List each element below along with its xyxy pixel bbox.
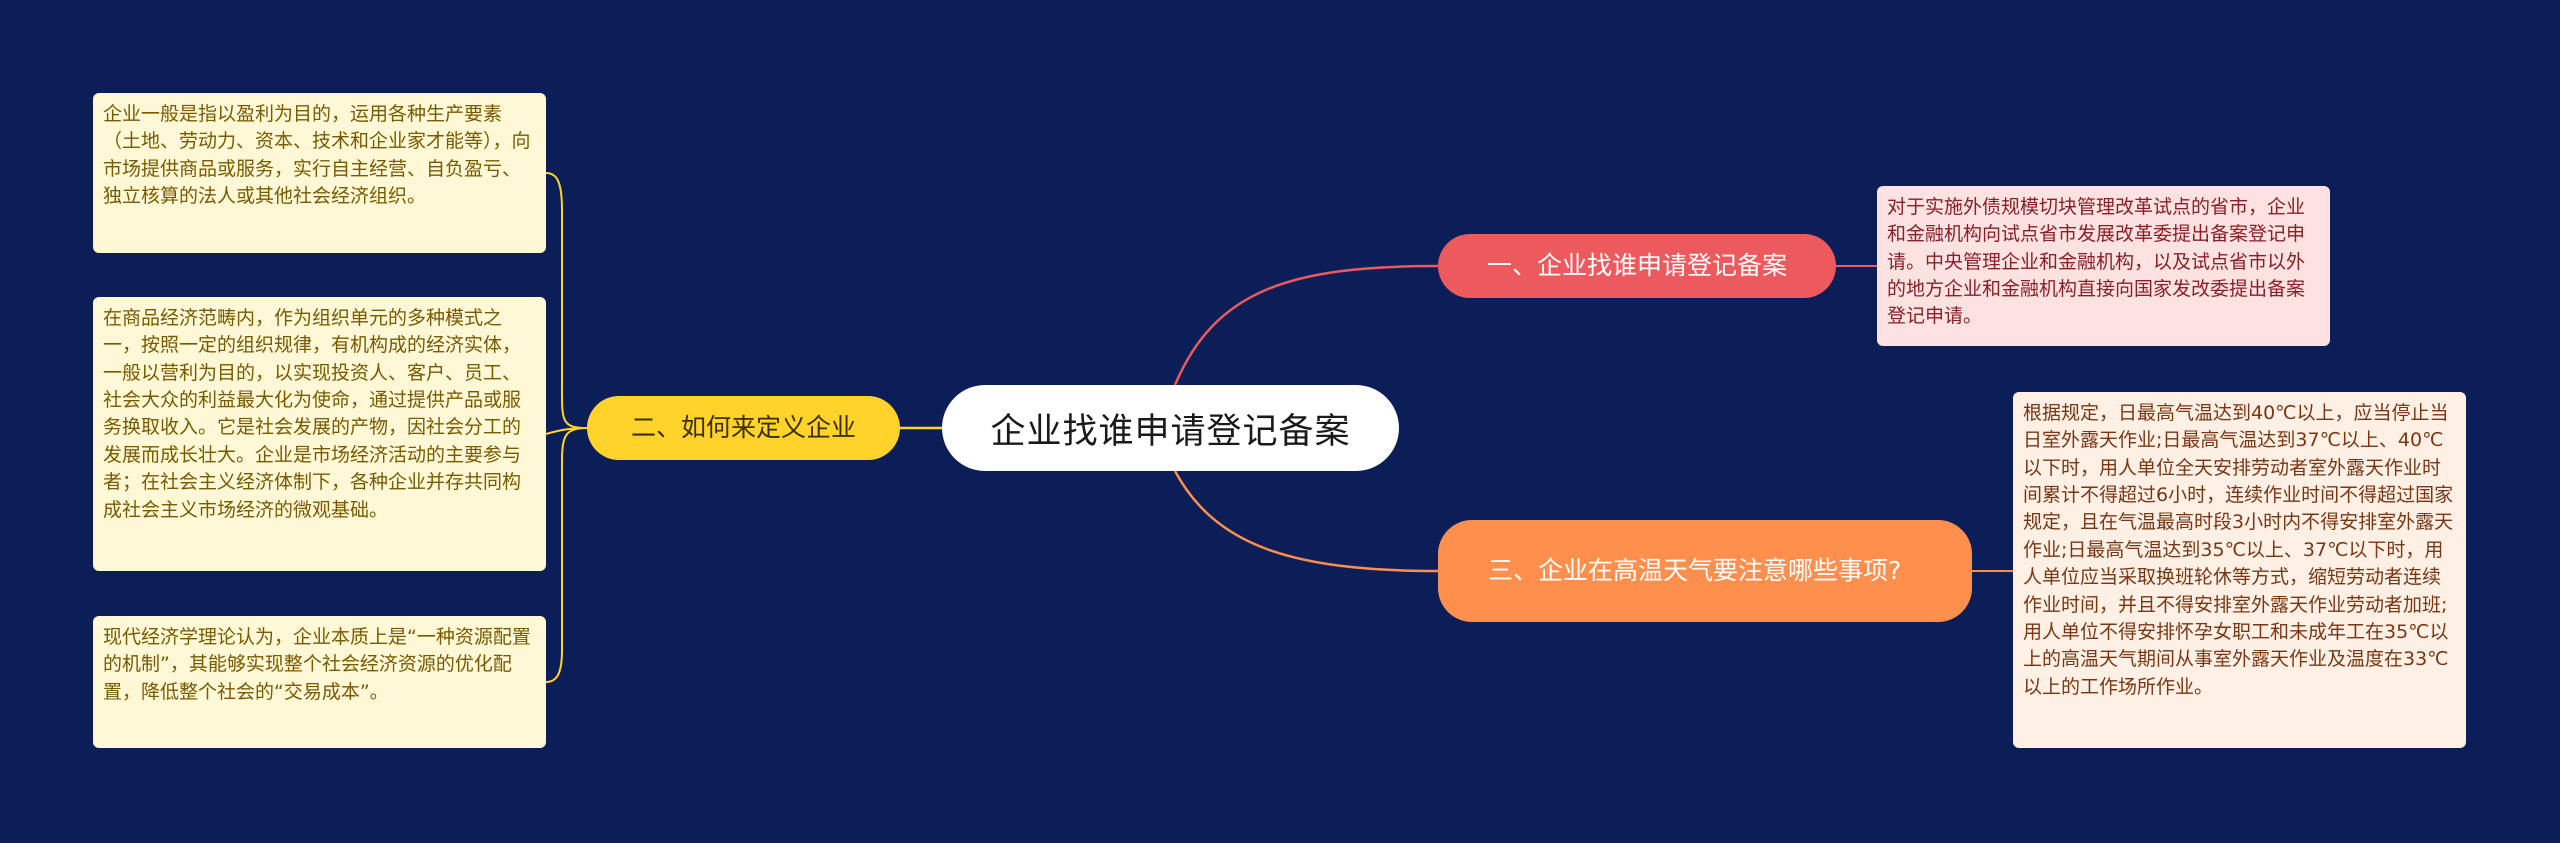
leaf-topic-1-1[interactable]: 对于实施外债规模切块管理改革试点的省市，企业和金融机构向试点省市发展改革委提出备… bbox=[1877, 186, 2330, 346]
leaf-topic-3-1-text: 根据规定，日最高气温达到40℃以上，应当停止当日室外露天作业;日最高气温达到37… bbox=[2023, 402, 2454, 698]
branch-topic-1[interactable]: 一、企业找谁申请登记备案 bbox=[1438, 234, 1836, 298]
leaf-topic-2-1[interactable]: 企业一般是指以盈利为目的，运用各种生产要素（土地、劳动力、资本、技术和企业家才能… bbox=[93, 93, 546, 253]
leaf-topic-2-1-text: 企业一般是指以盈利为目的，运用各种生产要素（土地、劳动力、资本、技术和企业家才能… bbox=[103, 103, 531, 208]
connector-branch-2-leaf-3 bbox=[545, 427, 588, 683]
leaf-topic-2-3-text: 现代经济学理论认为，企业本质上是“一种资源配置的机制”，其能够实现整个社会经济资… bbox=[103, 626, 531, 703]
leaf-topic-1-1-text: 对于实施外债规模切块管理改革试点的省市，企业和金融机构向试点省市发展改革委提出备… bbox=[1887, 196, 2306, 328]
branch-topic-3[interactable]: 三、企业在高温天气要注意哪些事项? bbox=[1438, 520, 1972, 622]
branch-topic-2-label: 二、如何来定义企业 bbox=[630, 413, 856, 443]
connector-branch-2-leaf-1 bbox=[545, 172, 588, 429]
leaf-topic-2-3[interactable]: 现代经济学理论认为，企业本质上是“一种资源配置的机制”，其能够实现整个社会经济资… bbox=[93, 616, 546, 748]
leaf-topic-2-2[interactable]: 在商品经济范畴内，作为组织单元的多种模式之一，按照一定的组织规律，有机构成的经济… bbox=[93, 297, 546, 571]
root-topic[interactable]: 企业找谁申请登记备案 bbox=[942, 385, 1399, 471]
leaf-topic-2-2-text: 在商品经济范畴内，作为组织单元的多种模式之一，按照一定的组织规律，有机构成的经济… bbox=[103, 307, 522, 521]
branch-topic-2[interactable]: 二、如何来定义企业 bbox=[587, 396, 900, 460]
branch-topic-1-label: 一、企业找谁申请登记备案 bbox=[1486, 251, 1787, 281]
branch-topic-3-label: 三、企业在高温天气要注意哪些事项? bbox=[1488, 556, 1902, 586]
connector-root-branch-1 bbox=[1173, 264, 1439, 386]
connector-root-branch-3 bbox=[1173, 470, 1439, 573]
leaf-topic-3-1[interactable]: 根据规定，日最高气温达到40℃以上，应当停止当日室外露天作业;日最高气温达到37… bbox=[2013, 392, 2466, 748]
root-topic-label: 企业找谁申请登记备案 bbox=[990, 411, 1351, 452]
